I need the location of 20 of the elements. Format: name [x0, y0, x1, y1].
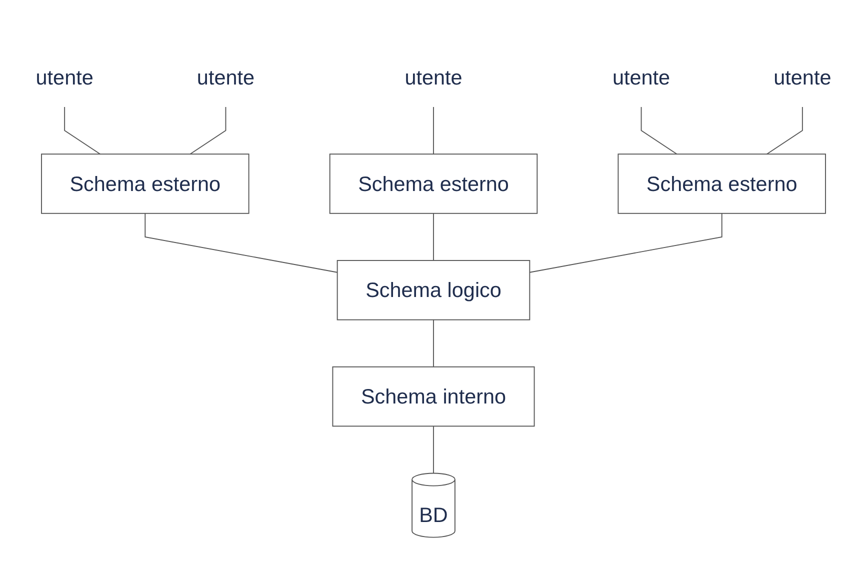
connector	[766, 106, 803, 155]
node-text: utente	[196, 66, 255, 90]
node-box: Schema logico	[336, 260, 530, 320]
node-box: Schema esterno	[41, 154, 250, 214]
connector	[64, 106, 101, 155]
node-box: Schema esterno	[618, 154, 826, 214]
node-text: utente	[36, 66, 94, 90]
connector	[190, 106, 226, 155]
connector	[144, 212, 338, 273]
connector	[433, 426, 434, 474]
node-box: Schema interno	[332, 366, 535, 427]
connector	[529, 212, 722, 273]
connector	[433, 319, 434, 368]
connector	[433, 106, 434, 155]
connector	[433, 212, 434, 261]
node-text: utente	[774, 66, 832, 90]
node-text: utente	[612, 66, 670, 90]
connector	[640, 106, 678, 155]
node-box: Schema esterno	[329, 154, 538, 214]
node-text: utente	[404, 66, 462, 90]
